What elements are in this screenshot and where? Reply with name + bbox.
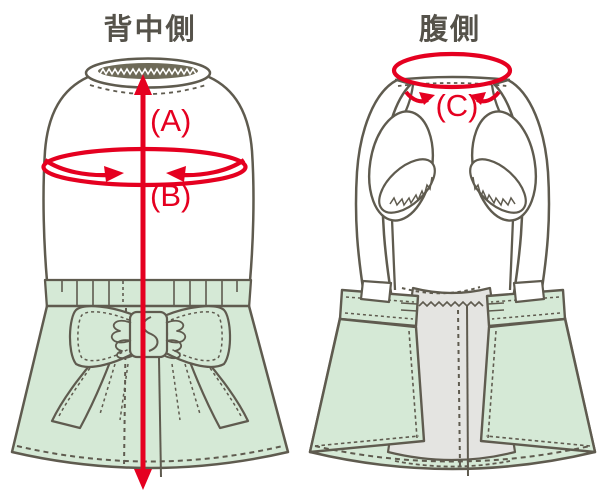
mark <box>400 302 418 305</box>
stitch <box>99 363 116 415</box>
skirt-panel-left <box>308 317 426 454</box>
girth-arrowhead-right <box>166 166 186 182</box>
waist-top-stitch <box>401 286 481 295</box>
stitch <box>490 296 560 303</box>
waistband-gathers <box>61 281 238 307</box>
leg-hole-left-zigzag-trim <box>389 176 433 207</box>
neck-girth-ellipse <box>391 51 513 90</box>
strap-end-left <box>359 279 393 304</box>
collar-ribbing-teeth <box>99 67 197 76</box>
length-arrowhead-bottom <box>134 469 152 490</box>
hem-inner-stitch <box>394 460 511 468</box>
hem-stitch <box>314 445 591 463</box>
stitch <box>345 296 415 303</box>
mark <box>487 302 505 305</box>
belly-panel-center-seam <box>466 305 469 477</box>
stitch <box>184 363 201 415</box>
length-arrowhead-top <box>134 74 152 95</box>
neck-arrowhead-right <box>470 92 486 105</box>
bow-tail-stitch-right <box>209 367 243 419</box>
mark <box>487 309 505 312</box>
belly-panel-scallop-edge <box>418 300 484 308</box>
stitch <box>314 435 420 447</box>
neck-edge <box>394 75 511 82</box>
girth-arrowhead-left <box>104 166 124 182</box>
collar-ribbing <box>98 63 198 79</box>
measurement-label-a: (A) <box>150 103 191 138</box>
leg-hole-right-zigzag-trim <box>472 176 516 207</box>
belly-view-title: 腹側 <box>418 14 481 46</box>
back-view-illustration: (A) (B) <box>10 57 290 490</box>
belly-view: 腹側 <box>300 0 600 494</box>
stitch <box>491 312 561 320</box>
back-view-title: 背中側 <box>103 14 197 46</box>
bow-tail-left <box>50 356 112 430</box>
girth-ellipse <box>41 146 248 188</box>
stitch <box>487 330 497 439</box>
girth-arrow-left <box>43 158 111 178</box>
bow-wing-stitch-left <box>77 311 130 362</box>
skirt-panel-stitches <box>314 330 591 447</box>
waistband <box>43 278 253 310</box>
stitch <box>408 330 418 439</box>
edge <box>508 218 515 291</box>
bow-knot-curls <box>110 316 187 360</box>
bow-wing-stitch-right <box>170 311 223 362</box>
skirt-panel-right <box>479 317 597 454</box>
bow-inner-tail-stitches <box>99 363 201 421</box>
edge <box>390 218 397 291</box>
bow-tail-stitch-left <box>57 367 91 419</box>
strap-end-right <box>512 279 546 304</box>
mark <box>400 309 418 312</box>
measurement-label-b: (B) <box>150 178 191 213</box>
belly-view-illustration: (C) <box>308 51 597 477</box>
curl <box>164 339 182 360</box>
bow-knot <box>128 310 169 359</box>
stitch <box>344 312 414 320</box>
back-view: 背中側 <box>10 14 290 490</box>
curl <box>115 339 133 360</box>
center-back-seam <box>158 357 162 478</box>
girth-arrow-right <box>179 158 246 178</box>
back-measurements: (A) (B) <box>41 74 248 490</box>
bow <box>50 305 250 430</box>
neck-arrowhead-left <box>419 92 435 105</box>
bow-tail-right <box>188 356 250 430</box>
belly-panel-center-fold <box>457 309 461 469</box>
belly-measurements: (C) <box>391 51 513 123</box>
waistband-stitches <box>344 296 561 320</box>
measurement-label-c: (C) <box>435 88 478 123</box>
stitch <box>485 435 591 447</box>
waistband-button-marks <box>400 302 505 312</box>
